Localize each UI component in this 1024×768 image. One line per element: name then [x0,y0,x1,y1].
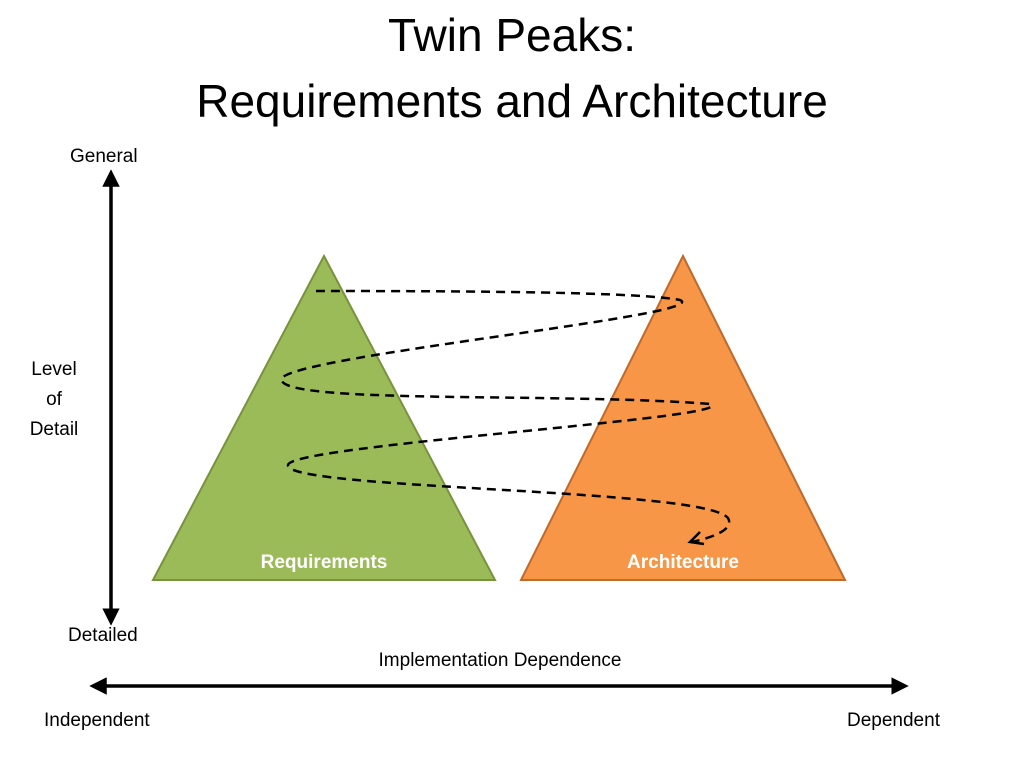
y-axis-bottom-label: Detailed [68,625,138,646]
architecture-peak [519,253,847,581]
spiral-path [280,289,731,544]
title-line-2: Requirements and Architecture [196,75,828,127]
x-axis-right-label: Dependent [847,710,940,731]
title-line-1: Twin Peaks: [388,9,636,61]
x-axis-caption: Implementation Dependence [378,650,622,671]
x-axis-left-label: Independent [44,710,150,731]
requirements-label: Requirements [261,552,388,573]
y-axis-label-word-3: Detail [29,419,79,440]
y-axis-middle-label: Level of Detail [14,355,94,445]
y-axis-label-word-2: of [46,389,62,410]
architecture-label: Architecture [627,552,739,573]
y-axis-label-word-1: Level [31,359,77,380]
requirements-peak [151,253,497,581]
y-axis-top-label: General [70,146,138,167]
spiral-arrowhead [687,531,705,546]
